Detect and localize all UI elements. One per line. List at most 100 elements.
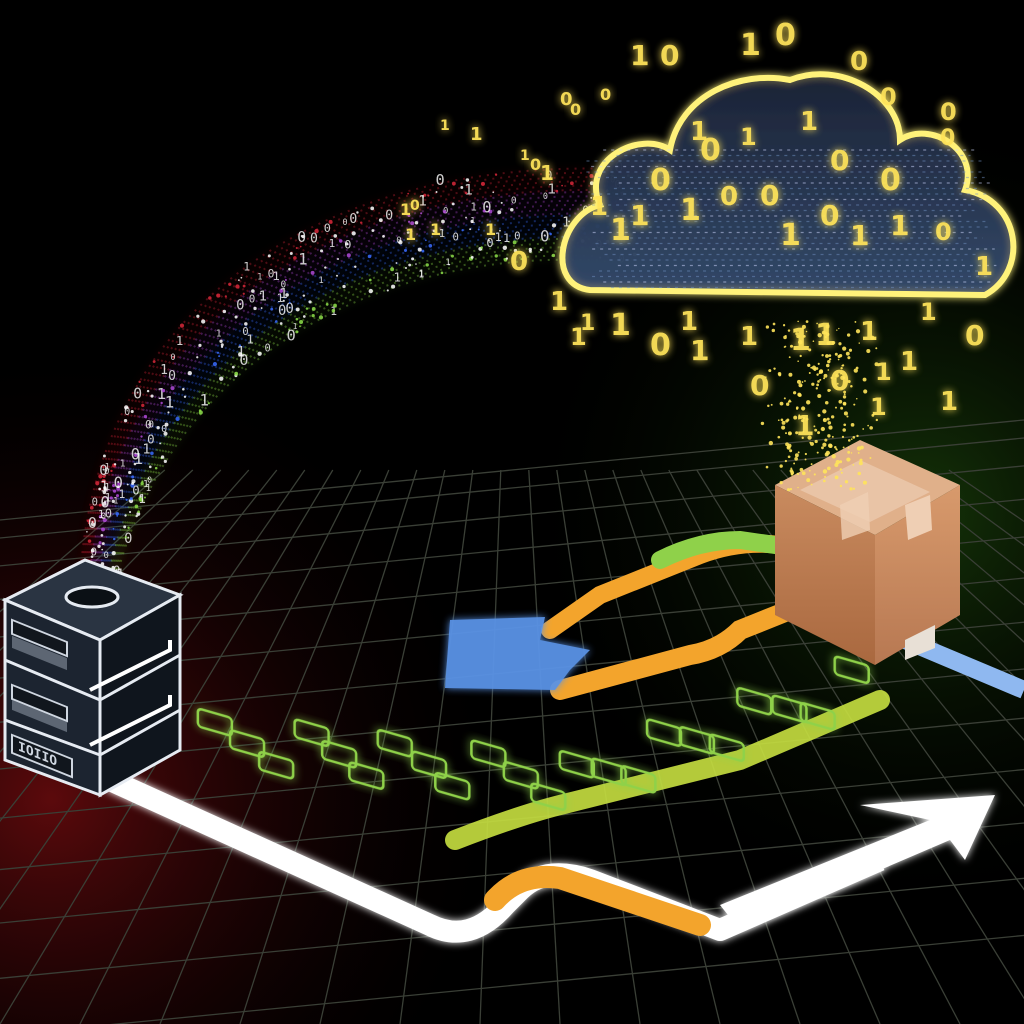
stream-dot [295,246,298,250]
stream-digit: 0 [543,191,548,201]
stream-dot [139,495,142,498]
stream-digit: 0 [99,463,108,479]
stream-digit: 0 [540,227,550,246]
sparkle-dot [801,381,804,383]
sparkle-dot [779,464,783,468]
stream-dot [259,292,262,295]
stream-dot [335,274,339,277]
binary-digit: 1 [815,318,836,353]
stream-dot [333,303,337,308]
sparkle-dot [847,439,851,442]
package-box-icon [775,440,960,665]
sparkle-dot [814,428,818,432]
sparkle-dot [801,324,806,329]
stream-strand [103,231,641,586]
stream-dot [500,201,503,204]
sparkle-dot [790,467,793,470]
stream-dot [129,497,133,501]
sparkle-dot [827,324,830,327]
sparkle-dot [817,380,820,383]
stream-dot [427,194,430,197]
stream-digit: 1 [503,231,510,245]
sparkle-dot [816,322,818,325]
sparkle-dot [837,358,840,361]
sparkle-dot [795,431,799,435]
sparkle-dot [814,439,818,444]
sparkle-dot [840,366,843,370]
floating-binary-digits: 1010000011100001111001011010111011111110… [400,18,993,492]
sparkle-dot [841,435,845,439]
sparkle-dot [853,368,858,373]
stream-dot [382,234,385,238]
sparkle-dot [816,373,819,376]
stream-dot [150,394,154,398]
sparkle-dot [767,404,770,408]
stream-dot [424,239,427,242]
binary-digit: 1 [570,323,587,351]
data-packet [590,757,627,786]
stream-dot [477,228,480,231]
stream-dot [98,514,103,519]
sparkle-dot [765,325,770,329]
binary-digit: 1 [740,28,761,63]
sparkle-dot [849,487,853,491]
stream-digit: 0 [101,511,107,522]
binary-digit: 0 [530,155,541,174]
sparkle-dot [836,382,839,385]
sparkle-dot [796,334,800,339]
stream-strand [94,208,641,586]
stream-dot [127,526,130,529]
stream-dot [117,482,121,487]
sparkle-dot [777,435,781,439]
sparkle-dot [843,390,847,394]
sparkle-dot [783,397,786,400]
stream-dot [125,498,128,501]
sparkle-dot [782,324,786,327]
stream-digit: 1 [277,291,284,305]
stream-digit: 0 [310,231,318,246]
sparkle-dot [817,332,822,338]
grid-line [668,469,961,1024]
stream-dot [305,307,309,310]
binary-digit: 1 [850,219,869,252]
sparkle-dot [764,376,767,378]
stream-dot [407,192,410,195]
sparkle-dot [831,341,836,345]
stream-dot [390,267,395,272]
grid-line [696,469,1024,1000]
binary-digit: 0 [760,179,779,212]
stream-dot [331,308,336,313]
sparkle-dot [802,430,805,433]
sparkle-dot [779,481,783,485]
binary-digit: 1 [740,123,757,151]
stream-dot [156,426,160,430]
grid-line [528,469,561,1024]
sparkle-dot [855,329,861,334]
sparkle-dot [822,469,828,474]
binary-digit: 0 [830,364,849,397]
stream-dot [420,212,423,215]
sparkle-dot [858,461,863,466]
binary-digit: 0 [700,133,721,168]
stream-dot [196,356,199,359]
stream-dot [465,178,470,182]
stream-dot [98,541,102,545]
sparkle-dot [828,443,833,449]
stream-dot [175,416,180,422]
stream-dot [295,307,300,312]
sparkle-dot [843,423,847,427]
sparkle-dot [787,400,791,403]
sparkle-dot [862,377,867,382]
sparkle-dot [811,382,815,386]
binary-digit: 0 [660,39,679,72]
stream-dot [133,462,137,466]
sparkle-dot [794,453,799,458]
stream-dot [513,248,518,253]
sparkle-dot [805,320,809,323]
stream-dot [101,542,105,545]
grid-line [864,469,1024,606]
sparkle-dot [856,434,859,438]
sparkle-dot [824,438,828,442]
sparkle-dot [804,452,808,456]
stream-dot [299,320,304,324]
